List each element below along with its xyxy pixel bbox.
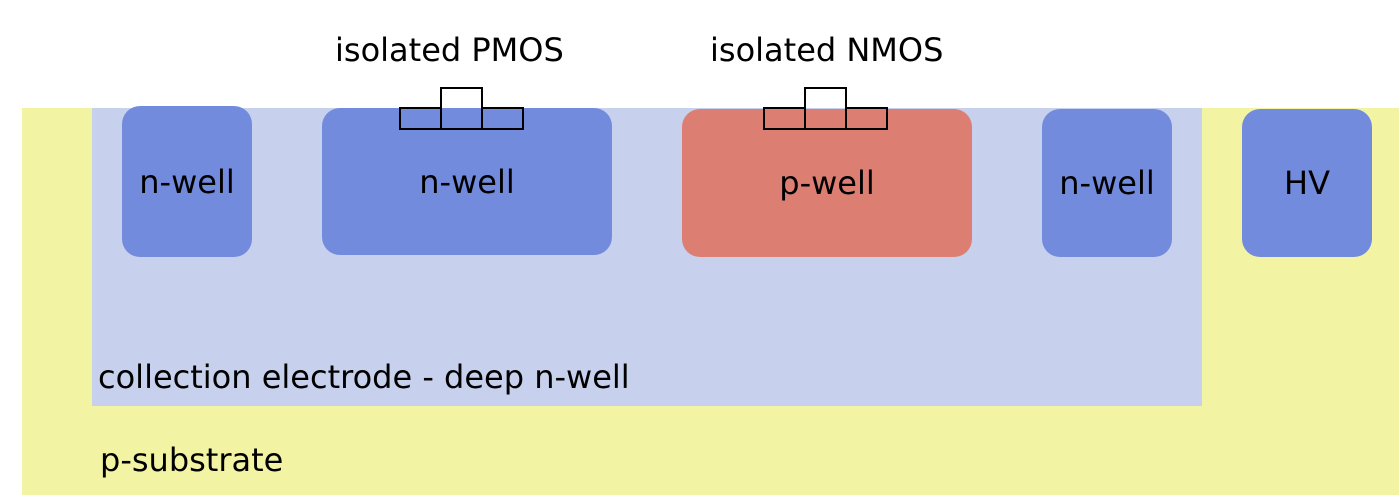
- pmos-source-contact: [399, 107, 442, 130]
- pmos-transistor-symbol: [399, 87, 524, 130]
- n-well-left-label: n-well: [139, 162, 235, 201]
- nmos-gate: [804, 87, 847, 130]
- n-well-right-label: n-well: [1059, 164, 1155, 202]
- hv-well-label: HV: [1284, 164, 1330, 202]
- pmos-gate: [440, 87, 483, 130]
- n-well-left: n-well: [122, 106, 252, 257]
- p-well-nmos: p-well: [682, 109, 972, 257]
- nmos-drain-contact: [845, 107, 888, 130]
- nmos-label: isolated NMOS: [710, 31, 944, 69]
- n-well-pmos: n-well: [322, 108, 612, 255]
- nmos-source-contact: [763, 107, 806, 130]
- hv-well: HV: [1242, 109, 1372, 257]
- pmos-drain-contact: [481, 107, 524, 130]
- deep-n-well-region: [92, 108, 1202, 406]
- n-well-right: n-well: [1042, 109, 1172, 257]
- n-well-pmos-label: n-well: [419, 162, 515, 201]
- p-substrate-label: p-substrate: [100, 441, 284, 479]
- deep-n-well-label: collection electrode - deep n-well: [98, 358, 630, 396]
- p-well-nmos-label: p-well: [779, 164, 875, 202]
- nmos-transistor-symbol: [763, 87, 888, 130]
- pmos-label: isolated PMOS: [335, 31, 564, 69]
